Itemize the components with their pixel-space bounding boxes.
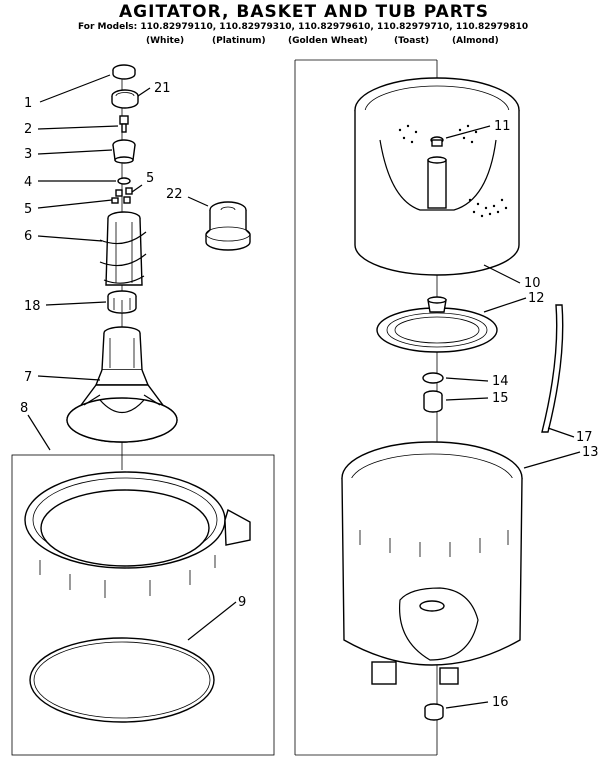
callout-9: 9 <box>238 595 246 610</box>
callout-8: 8 <box>20 401 28 416</box>
color-white: (White) <box>146 36 185 46</box>
part-18-collar <box>107 290 137 314</box>
part-15-seal <box>423 390 443 413</box>
callout-5-right: 5 <box>146 171 154 186</box>
callout-17: 17 <box>576 430 593 445</box>
part-22-transmission-seal <box>205 201 251 251</box>
callout-18: 18 <box>24 299 41 314</box>
callout-1: 1 <box>24 96 32 111</box>
part-21-ring <box>111 89 139 109</box>
callout-3: 3 <box>24 147 32 162</box>
callout-4: 4 <box>24 175 32 190</box>
part-17-hose <box>541 304 564 433</box>
part-12-drive-block <box>376 296 498 353</box>
part-5-dogs <box>111 187 133 204</box>
callout-22: 22 <box>166 187 183 202</box>
color-toast: (Toast) <box>394 36 430 46</box>
callout-7: 7 <box>24 370 32 385</box>
part-4-washer <box>117 177 131 185</box>
part-6-auger <box>99 211 147 286</box>
color-golden-wheat: (Golden Wheat) <box>288 36 368 46</box>
callout-14: 14 <box>492 374 509 389</box>
callout-15: 15 <box>492 391 509 406</box>
part-14-clip <box>422 372 444 384</box>
callout-5-left: 5 <box>24 202 32 217</box>
part-8-group-box <box>11 454 275 756</box>
part-3-cam <box>112 139 136 164</box>
part-13-outer-tub <box>341 441 523 685</box>
part-2-bolt <box>119 115 129 133</box>
callout-12: 12 <box>528 291 545 306</box>
color-platinum: (Platinum) <box>212 36 266 46</box>
part-8-tub-ring <box>24 471 251 598</box>
page-title: AGITATOR, BASKET AND TUB PARTS <box>119 2 489 22</box>
callout-6: 6 <box>24 229 32 244</box>
part-10-basket <box>354 77 520 276</box>
callout-11: 11 <box>494 119 511 134</box>
color-almond: (Almond) <box>452 36 499 46</box>
part-9-gasket <box>29 637 215 723</box>
callout-10: 10 <box>524 276 541 291</box>
part-16-drain-plug <box>424 703 444 721</box>
part-11-nut <box>430 136 444 147</box>
callout-21: 21 <box>154 81 171 96</box>
part-7-agitator-base <box>66 326 178 443</box>
basket-perforations <box>398 124 508 218</box>
callout-13: 13 <box>582 445 599 460</box>
leader-lines <box>27 74 581 709</box>
color-row: (White) (Platinum) (Golden Wheat) (Toast… <box>0 36 608 48</box>
models-line: For Models: 110.82979110, 110.82979310, … <box>78 22 529 32</box>
callout-2: 2 <box>24 122 32 137</box>
callout-16: 16 <box>492 695 509 710</box>
part-1-agitator-cap <box>112 64 136 80</box>
